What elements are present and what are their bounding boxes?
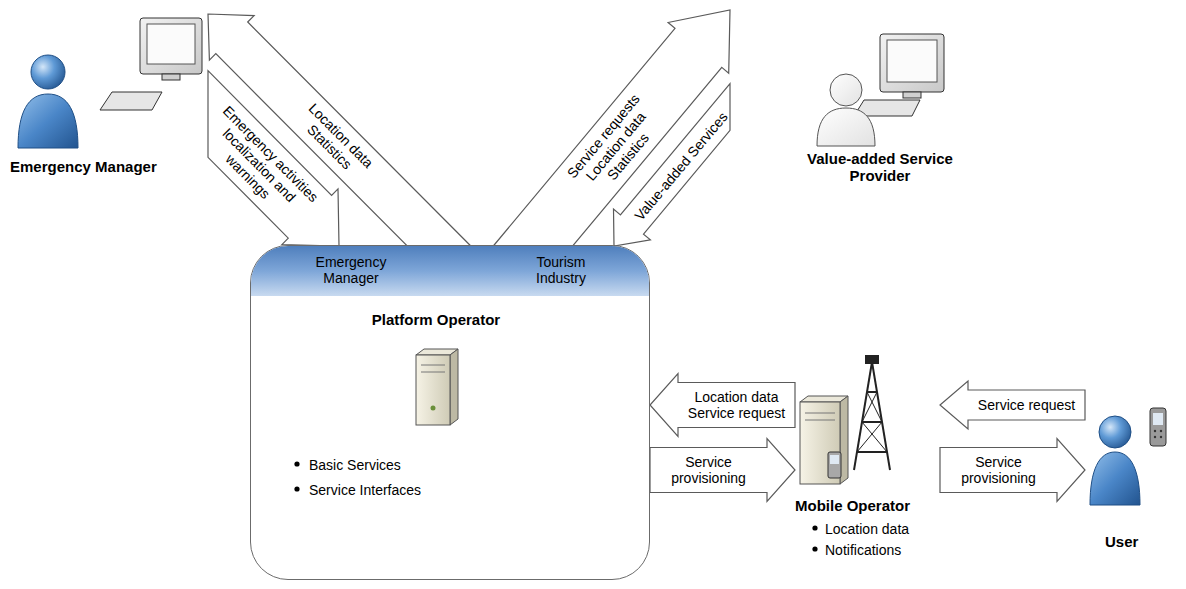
tower-bar [857,451,887,453]
drive-slot [421,372,445,373]
tower-brace [857,422,882,452]
person-head [1099,416,1131,448]
keyboard-shape [100,92,162,110]
arrow-label: Service provisioning [953,454,1045,486]
person-head [830,74,862,106]
flow-arrow [940,439,1085,502]
drive-slot [805,413,835,414]
arrow-label: Service provisioning [663,454,755,486]
operator-name: Mobile Operator [795,497,910,514]
tower-top [866,356,878,363]
arrow-label: Location data Service request [683,389,791,421]
flow-arrow [493,10,730,246]
header-band: Emergency Manager [251,246,491,296]
drive-slot [805,420,835,421]
phone-screen [1153,413,1163,425]
person-head [31,55,65,89]
band-label: Tourism Industry [521,254,601,286]
server-front [800,402,840,484]
person-body [18,94,78,148]
phone-icon [828,452,841,478]
flow-arrow [940,381,1085,429]
stand-shape [162,74,180,80]
band-label: Emergency Manager [301,254,401,286]
bullet-item: Notifications [825,542,901,558]
bullet-item: Basic Services [309,457,401,473]
operator-node: Mobile OperatorLocation dataNotification… [795,355,940,561]
person-body [1090,452,1140,505]
person-icon [817,74,875,146]
tower-leg [854,362,872,470]
flow-arrow [650,374,795,437]
person-icon [1090,416,1140,505]
actor-name: Emergency Manager [10,158,157,175]
flow-arrow [650,439,795,502]
platform-box: Platform OperatorBasic ServicesService I… [250,245,650,580]
tower-bar [867,391,877,393]
screen-shape [887,40,937,82]
tower-brace [862,422,887,452]
drive-slot [421,365,445,366]
bullet-dot [812,546,817,551]
arrow-label: Emergency activities localization and wa… [194,99,325,231]
computer-icon [854,34,944,116]
monitor-shape [880,34,944,92]
phone-key [1154,430,1156,432]
actor-node: Value-added Service Provider [730,8,990,193]
bullet-item: Service Interfaces [309,482,421,498]
bullet-dot [812,525,817,530]
server-icon [800,396,848,484]
phone-key [1154,436,1156,438]
computer-icon [100,18,202,110]
person-icon [18,55,78,148]
server-front [416,355,450,425]
phone-key [1160,436,1162,438]
actor-node: User [1085,395,1180,560]
actor-node: Emergency Manager [8,8,208,178]
server-side [450,349,458,425]
power-light [431,406,436,411]
tower-bar [862,421,882,423]
person-body [817,108,875,146]
monitor-shape [140,18,202,74]
arrow-label: Service request [978,397,1075,413]
header-band: Tourism Industry [491,246,649,296]
phone-screen [830,455,839,464]
bullet-dot [294,461,299,466]
screen-shape [147,24,195,64]
bullet-item: Location data [825,521,909,537]
phone-key [1160,430,1162,432]
phone-icon [1150,408,1166,446]
actor-name: User [1105,533,1138,550]
phone-body [1150,408,1166,446]
actor-name: Value-added Service Provider [785,150,975,184]
stand-shape [903,92,921,98]
bullet-dot [294,486,299,491]
tower-brace [862,392,877,422]
tower-leg [872,362,890,470]
antenna-tower [854,356,890,470]
server-icon [416,349,458,425]
platform-title: Platform Operator [372,311,500,328]
